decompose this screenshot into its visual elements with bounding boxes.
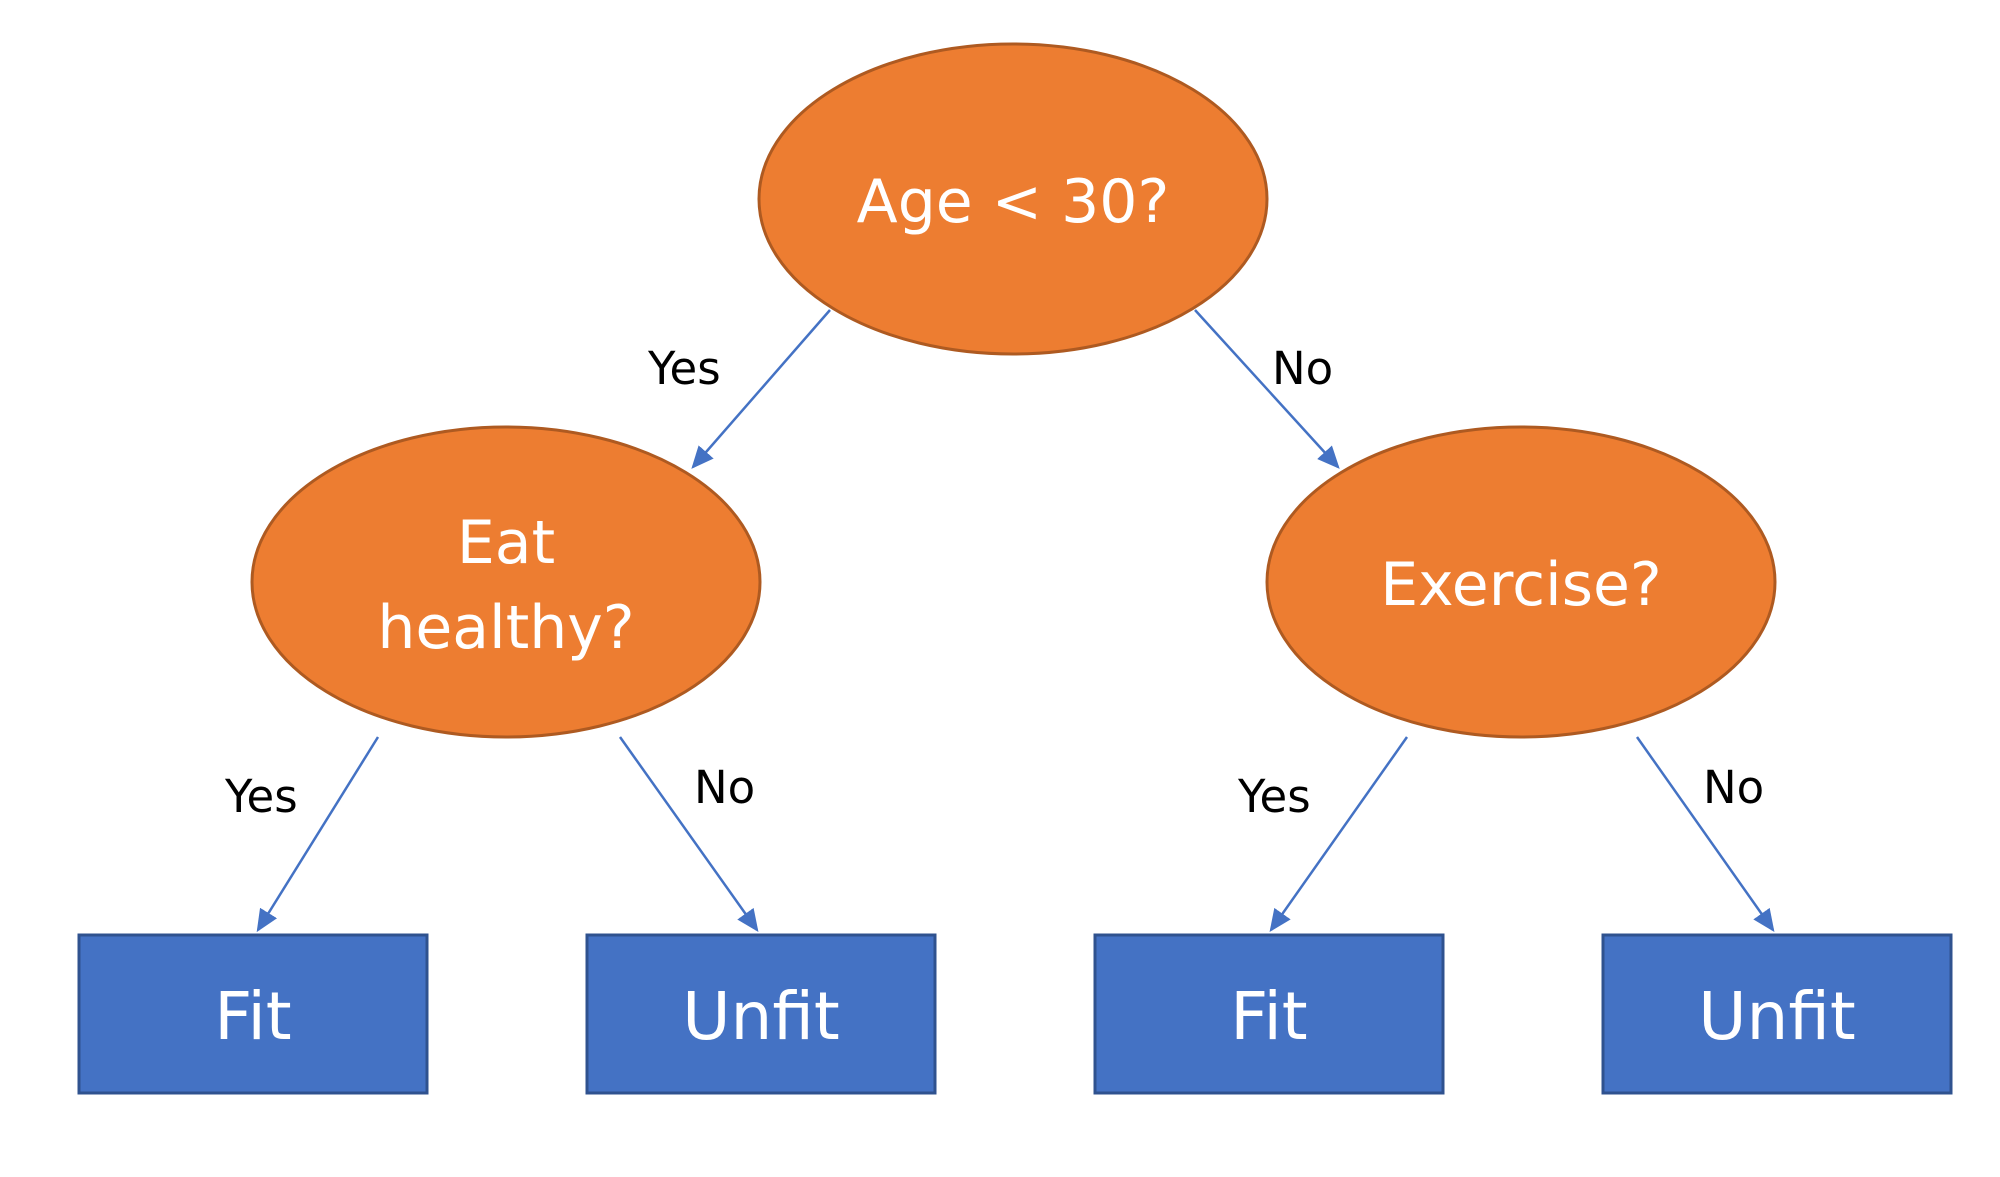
leaf-node-3: Fit (1093, 933, 1445, 1095)
root-decision-node: Age < 30? (757, 42, 1269, 356)
right-decision-ellipse (1265, 425, 1777, 739)
root-decision-label: Age < 30? (857, 167, 1170, 237)
edge-label-left-yes: Yes (224, 770, 298, 823)
leaf-label-2: Unfit (682, 978, 840, 1055)
leaf-box-2 (585, 933, 937, 1095)
leaf-label-3: Fit (1230, 978, 1307, 1055)
edges (256, 309, 1775, 933)
left-decision-label-line2: healthy? (377, 593, 634, 663)
edge-label-root-no: No (1272, 342, 1333, 395)
leaf-label-4: Unfit (1698, 978, 1856, 1055)
edge-left-to-leaf-2 (618, 736, 759, 933)
edge-label-left-no: No (694, 761, 755, 814)
right-decision-node: Exercise? (1265, 425, 1777, 739)
edge-left-to-leaf-1 (256, 736, 380, 933)
right-decision-label: Exercise? (1380, 550, 1662, 620)
edge-label-right-no: No (1703, 761, 1764, 814)
left-decision-label-line1: Eat (457, 508, 555, 578)
leaf-node-1: Fit (77, 933, 429, 1095)
edge-label-root-yes: Yes (647, 342, 721, 395)
leaf-node-2: Unfit (585, 933, 937, 1095)
leaf-node-4: Unfit (1601, 933, 1953, 1095)
edge-root-to-right (1194, 309, 1340, 469)
edge-right-to-leaf-3 (1269, 736, 1409, 933)
edge-labels: Yes No Yes No Yes No (224, 342, 1764, 823)
left-decision-node: Eat healthy? (250, 425, 762, 739)
edge-root-to-left (691, 309, 831, 469)
root-decision-ellipse (757, 42, 1269, 356)
left-decision-ellipse (250, 425, 762, 739)
leaf-label-1: Fit (214, 978, 291, 1055)
edge-label-right-yes: Yes (1237, 770, 1311, 823)
leaf-box-1 (77, 933, 429, 1095)
leaf-box-4 (1601, 933, 1953, 1095)
leaf-box-3 (1093, 933, 1445, 1095)
edge-right-to-leaf-4 (1635, 736, 1775, 933)
